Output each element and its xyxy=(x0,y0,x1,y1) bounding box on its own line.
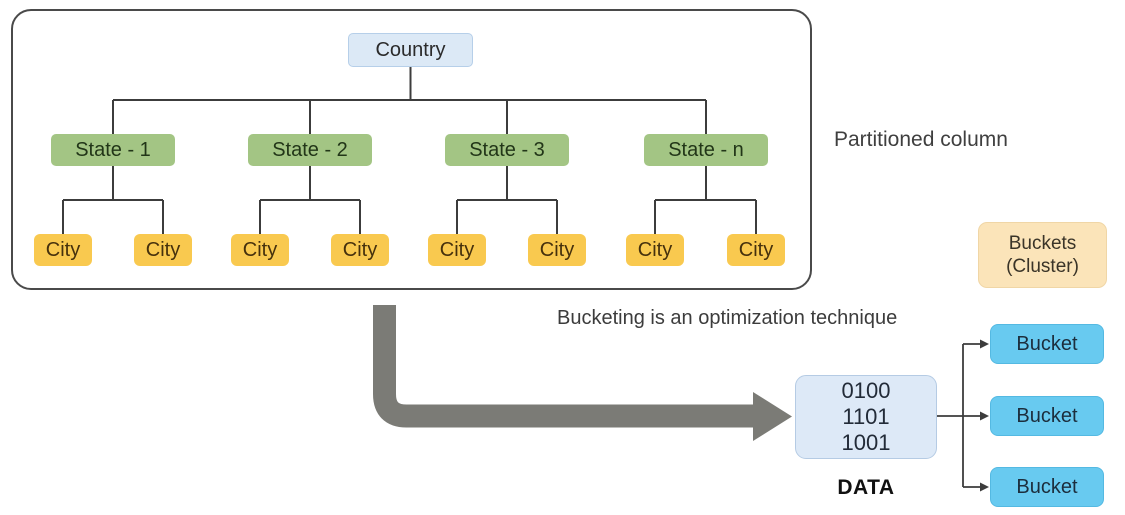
arrowhead-icon xyxy=(980,339,989,349)
bucket-connectors xyxy=(937,343,981,488)
city-node: City xyxy=(727,234,785,266)
arrowhead-icon xyxy=(980,482,989,492)
flow-arrowhead-icon xyxy=(753,392,792,441)
data-box-line: 1001 xyxy=(841,430,891,455)
bucket-node-3: Bucket xyxy=(990,467,1104,507)
state-node-3: State - 3 xyxy=(445,134,569,166)
city-node: City xyxy=(428,234,486,266)
city-node: City xyxy=(34,234,92,266)
city-node: City xyxy=(626,234,684,266)
state-node-n: State - n xyxy=(644,134,768,166)
arrowhead-icon xyxy=(980,411,989,421)
state-node-2: State - 2 xyxy=(248,134,372,166)
city-node: City xyxy=(134,234,192,266)
bucket-arrowheads xyxy=(980,339,989,492)
partitioned-column-caption: Partitioned column xyxy=(834,128,1008,151)
data-box: 0100 1101 1001 xyxy=(795,375,937,459)
bucket-node-2: Bucket xyxy=(990,396,1104,436)
city-node: City xyxy=(231,234,289,266)
city-node: City xyxy=(331,234,389,266)
partition-container-frame xyxy=(11,9,812,290)
buckets-cluster-line1: Buckets xyxy=(1008,233,1077,254)
city-node: City xyxy=(528,234,586,266)
bucket-node-1: Bucket xyxy=(990,324,1104,364)
data-box-line: 0100 xyxy=(841,378,891,403)
state-node-1: State - 1 xyxy=(51,134,175,166)
buckets-cluster-label-box: Buckets (Cluster) xyxy=(978,222,1107,288)
data-caption: DATA xyxy=(837,476,895,499)
country-node: Country xyxy=(348,33,473,67)
bucketing-caption: Bucketing is an optimization technique xyxy=(557,307,898,329)
buckets-cluster-line2: (Cluster) xyxy=(1006,256,1079,277)
data-box-line: 1101 xyxy=(842,404,890,429)
